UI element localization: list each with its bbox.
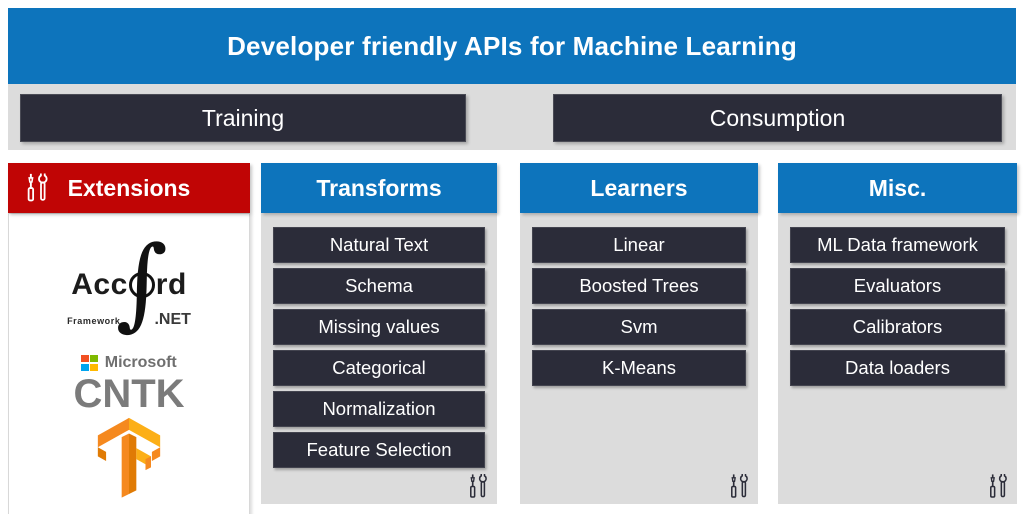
transform-item: Natural Text bbox=[273, 227, 485, 263]
accord-word-pre: Acc bbox=[71, 268, 128, 301]
learner-item: Linear bbox=[532, 227, 746, 263]
learner-item: K-Means bbox=[532, 350, 746, 386]
misc-item: Calibrators bbox=[790, 309, 1005, 345]
column-misc: Misc. ML Data framework Evaluators Calib… bbox=[778, 163, 1017, 504]
transform-item: Missing values bbox=[273, 309, 485, 345]
misc-item: Data loaders bbox=[790, 350, 1005, 386]
ms-square-green bbox=[90, 354, 98, 363]
extensions-title: Extensions bbox=[67, 174, 191, 201]
transform-item: Schema bbox=[273, 268, 485, 304]
tools-icon bbox=[466, 472, 489, 500]
ms-square-red bbox=[81, 354, 89, 363]
tools-icon bbox=[986, 472, 1009, 500]
learners-body: Linear Boosted Trees Svm K-Means bbox=[520, 213, 758, 504]
misc-title: Misc. bbox=[868, 174, 927, 201]
learners-header: Learners bbox=[520, 163, 758, 213]
training-block: Training bbox=[20, 94, 466, 142]
accord-framework-label: Framework bbox=[67, 316, 121, 326]
accord-word-post: rd bbox=[155, 268, 187, 301]
misc-body: ML Data framework Evaluators Calibrators… bbox=[778, 213, 1017, 504]
integral-ring bbox=[128, 272, 155, 298]
column-extensions: Extensions Acc ∫ rd Framework .NET bbox=[8, 163, 250, 514]
microsoft-brand-label: Microsoft bbox=[104, 354, 177, 371]
column-transforms: Transforms Natural Text Schema Missing v… bbox=[261, 163, 497, 504]
accord-net-logo: Acc ∫ rd Framework .NET bbox=[67, 233, 191, 354]
column-learners: Learners Linear Boosted Trees Svm K-Mean… bbox=[520, 163, 758, 504]
ms-square-blue bbox=[81, 363, 89, 372]
transforms-body: Natural Text Schema Missing values Categ… bbox=[261, 213, 497, 504]
transform-item: Feature Selection bbox=[273, 432, 485, 468]
transform-item: Categorical bbox=[273, 350, 485, 386]
accord-wordmark: Acc ∫ rd bbox=[71, 233, 187, 333]
accord-subline: Framework .NET bbox=[67, 311, 191, 329]
title-banner: Developer friendly APIs for Machine Lear… bbox=[8, 8, 1016, 84]
tensorflow-tf-icon bbox=[97, 417, 161, 498]
microsoft-four-squares-icon bbox=[81, 354, 98, 372]
misc-item: Evaluators bbox=[790, 268, 1005, 304]
misc-header: Misc. bbox=[778, 163, 1017, 213]
tools-icon bbox=[23, 171, 50, 204]
page-title: Developer friendly APIs for Machine Lear… bbox=[227, 30, 797, 61]
integral-circle-icon: ∫ bbox=[116, 233, 168, 333]
extensions-header: Extensions bbox=[8, 163, 250, 213]
learner-item: Boosted Trees bbox=[532, 268, 746, 304]
cntk-label: CNTK bbox=[73, 372, 185, 416]
consumption-block: Consumption bbox=[553, 94, 1002, 142]
phase-bar: Training Consumption bbox=[8, 84, 1016, 150]
columns-row: Extensions Acc ∫ rd Framework .NET bbox=[8, 163, 1018, 514]
transforms-header: Transforms bbox=[261, 163, 497, 213]
extensions-body: Acc ∫ rd Framework .NET bbox=[8, 213, 250, 514]
tools-icon bbox=[727, 472, 750, 500]
microsoft-cntk-logo: Microsoft CNTK bbox=[73, 354, 184, 414]
tensorflow-logo bbox=[85, 414, 173, 513]
learners-title: Learners bbox=[590, 174, 688, 201]
integral-glyph: ∫ bbox=[115, 224, 168, 341]
misc-item: ML Data framework bbox=[790, 227, 1005, 263]
transforms-title: Transforms bbox=[316, 174, 442, 201]
accord-dotnet-label: .NET bbox=[154, 311, 191, 328]
learner-item: Svm bbox=[532, 309, 746, 345]
microsoft-brand-row: Microsoft bbox=[81, 354, 177, 372]
transform-item: Normalization bbox=[273, 391, 485, 427]
ms-square-yellow bbox=[90, 363, 98, 372]
